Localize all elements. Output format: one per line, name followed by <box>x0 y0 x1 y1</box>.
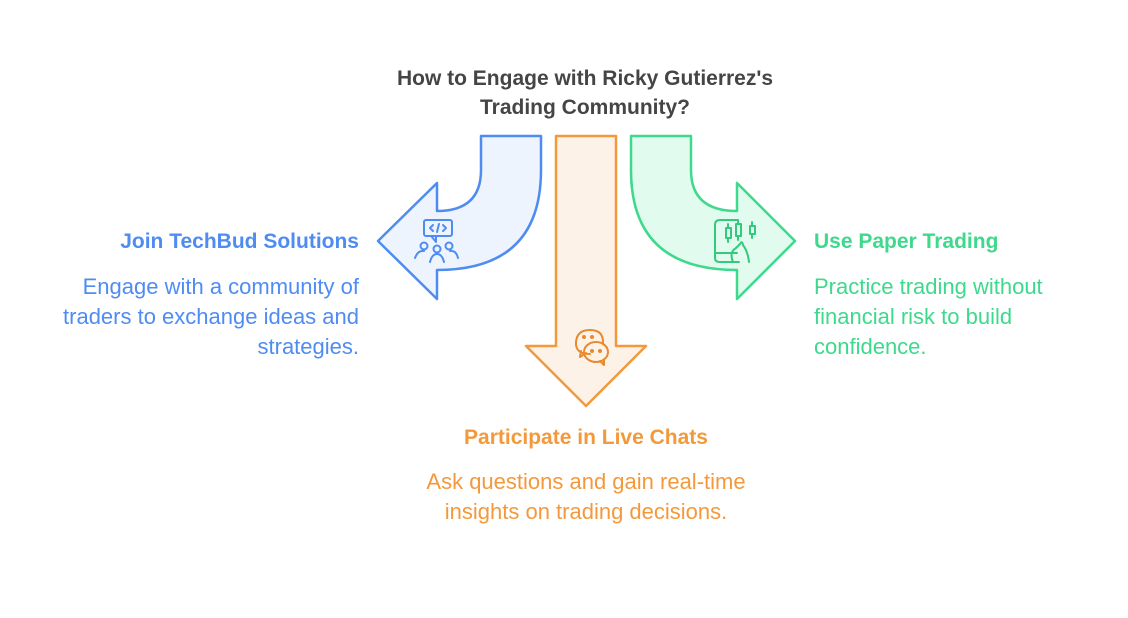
heading-live-chats: Participate in Live Chats <box>464 426 708 449</box>
description-join-techbud: Engage with a community of traders to ex… <box>63 274 359 359</box>
orange-arrow <box>524 134 648 408</box>
description-live-chats: Ask questions and gain real-time insight… <box>426 469 746 524</box>
blue-arrow <box>376 134 543 301</box>
tablet-chart-icon <box>714 219 756 263</box>
diagram-title: How to Engage with Ricky Gutierrez's Tra… <box>396 67 774 119</box>
green-arrow <box>629 134 797 301</box>
description-paper-trading: Practice trading without financial risk … <box>814 274 1043 359</box>
heading-paper-trading: Use Paper Trading <box>814 230 999 253</box>
chat-bubbles-icon <box>574 329 609 366</box>
community-code-icon <box>414 219 459 263</box>
heading-join-techbud: Join TechBud Solutions <box>120 230 359 253</box>
